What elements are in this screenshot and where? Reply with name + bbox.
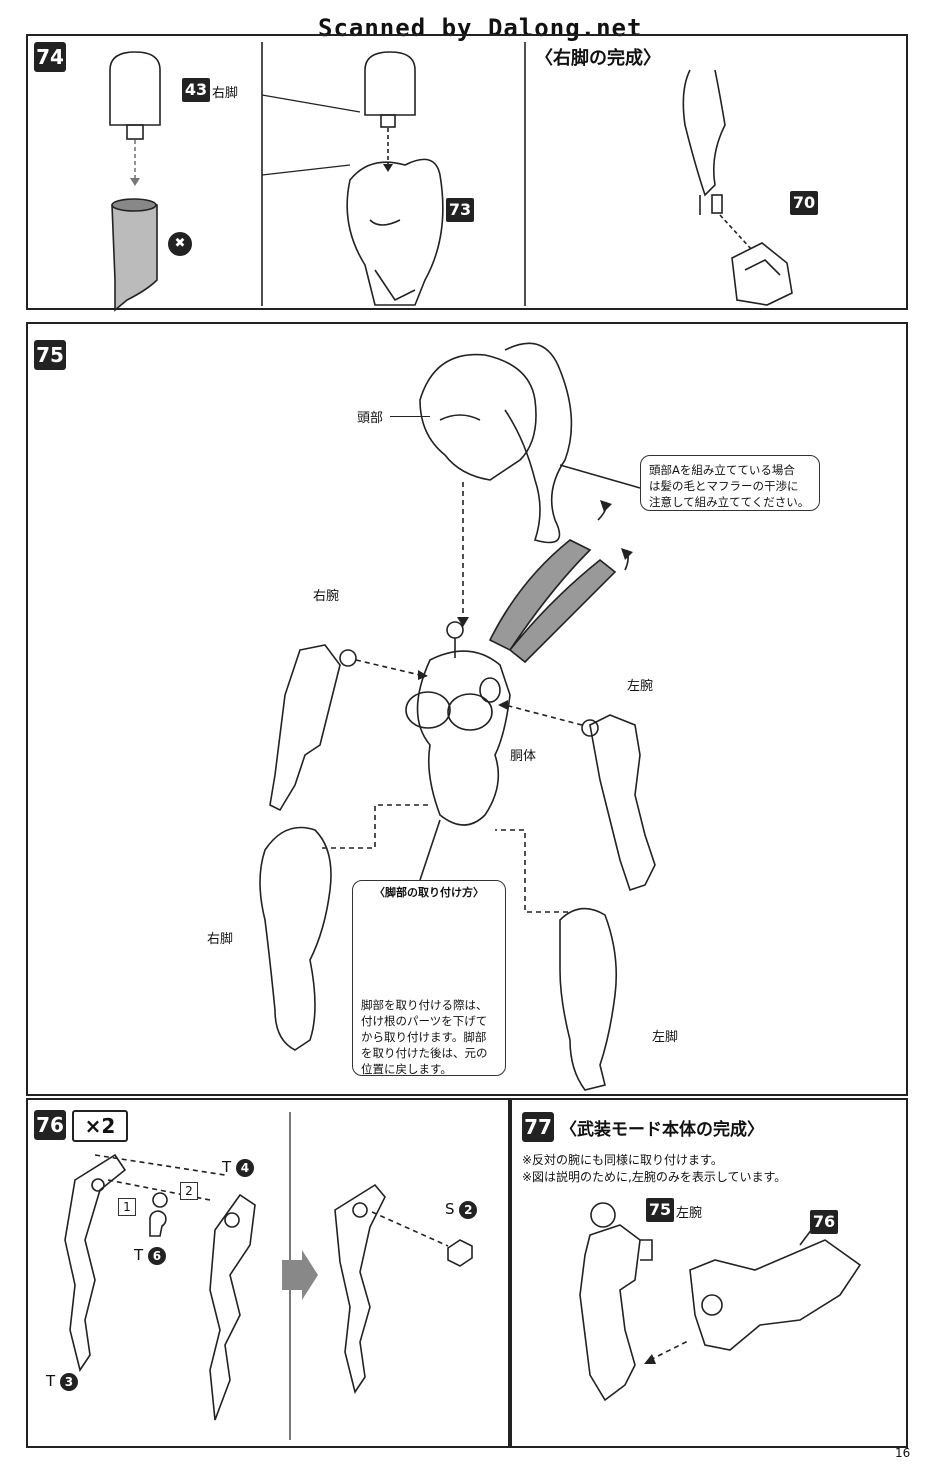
step-77-panel (510, 1098, 908, 1448)
t6-letter: T (134, 1246, 144, 1264)
part-76-tag: 76 (810, 1210, 838, 1234)
t6-number: 6 (147, 1247, 166, 1265)
left-arm-label-77: 左腕 (676, 1206, 703, 1221)
head-label: 頭部 (357, 411, 384, 426)
head-note-line: は髪の毛とマフラーの干渉に (649, 479, 799, 493)
step-76-number: 76 (34, 1110, 66, 1140)
page-number: 16 (895, 1446, 911, 1460)
ng-mark-icon: ✖ (168, 232, 192, 256)
step-74-panel (26, 34, 908, 310)
step-74-number: 74 (34, 42, 66, 72)
step-77-number: 77 (522, 1112, 554, 1142)
leg-attach-line: から取り付けます。脚部 (361, 1030, 487, 1044)
part-43-tag: 43 (182, 78, 210, 102)
part-70-tag: 70 (790, 191, 818, 215)
watermark: Scanned by Dalong.net (318, 14, 643, 42)
t4-letter: T (222, 1158, 232, 1176)
t4-label: T 4 (222, 1158, 254, 1177)
step-box-2: 2 (180, 1182, 198, 1200)
s2-letter: S (445, 1200, 455, 1218)
leg-attach-title: 〈脚部の取り付け方〉 (374, 886, 484, 899)
step-75-panel (26, 322, 908, 1096)
step-75-number: 75 (34, 340, 66, 370)
head-note-line: 注意して組み立ててください。 (649, 495, 810, 509)
part-75-tag: 75 (646, 1198, 674, 1222)
head-note-callout: 頭部Aを組み立てている場合 は髪の毛とマフラーの干渉に 注意して組み立ててくださ… (640, 455, 820, 511)
s2-number: 2 (459, 1201, 478, 1219)
t6-label: T 6 (134, 1246, 166, 1265)
right-leg-label: 右脚 (207, 932, 234, 947)
t3-letter: T (46, 1372, 56, 1390)
right-arm-label: 右腕 (313, 589, 340, 604)
leg-attach-line: 位置に戻します。 (361, 1062, 452, 1076)
t4-number: 4 (235, 1159, 254, 1177)
step-77-note-2: ※図は説明のために,左腕のみを表示しています。 (522, 1170, 787, 1184)
torso-label: 胴体 (510, 749, 537, 764)
step-74-subtitle: 〈右脚の完成〉 (535, 48, 661, 69)
leg-attach-note: 〈脚部の取り付け方〉 脚部を取り付ける際は、 付け根のパーツを下げて から取り付… (352, 880, 506, 1076)
head-leader (390, 416, 430, 417)
leg-attach-line: 付け根のパーツを下げて (361, 1014, 488, 1028)
head-note-line: 頭部Aを組み立てている場合 (649, 463, 795, 477)
s2-label: S 2 (445, 1200, 478, 1219)
t3-label: T 3 (46, 1372, 78, 1391)
left-leg-label: 左脚 (652, 1030, 679, 1045)
leg-attach-line: を取り付けた後は、元の (361, 1046, 488, 1060)
step-76-multiplier: ×2 (72, 1110, 128, 1142)
t3-number: 3 (59, 1373, 78, 1391)
step-box-1: 1 (118, 1198, 136, 1216)
part-73-tag: 73 (446, 198, 474, 222)
step-76-panel (26, 1098, 510, 1448)
left-arm-label: 左腕 (627, 679, 654, 694)
step-77-note-1: ※反対の腕にも同様に取り付けます。 (522, 1153, 723, 1167)
leg-attach-line: 脚部を取り付ける際は、 (361, 998, 488, 1012)
step-77-title: 〈武装モード本体の完成〉 (560, 1120, 764, 1140)
right-leg-label-74: 右脚 (212, 86, 239, 101)
